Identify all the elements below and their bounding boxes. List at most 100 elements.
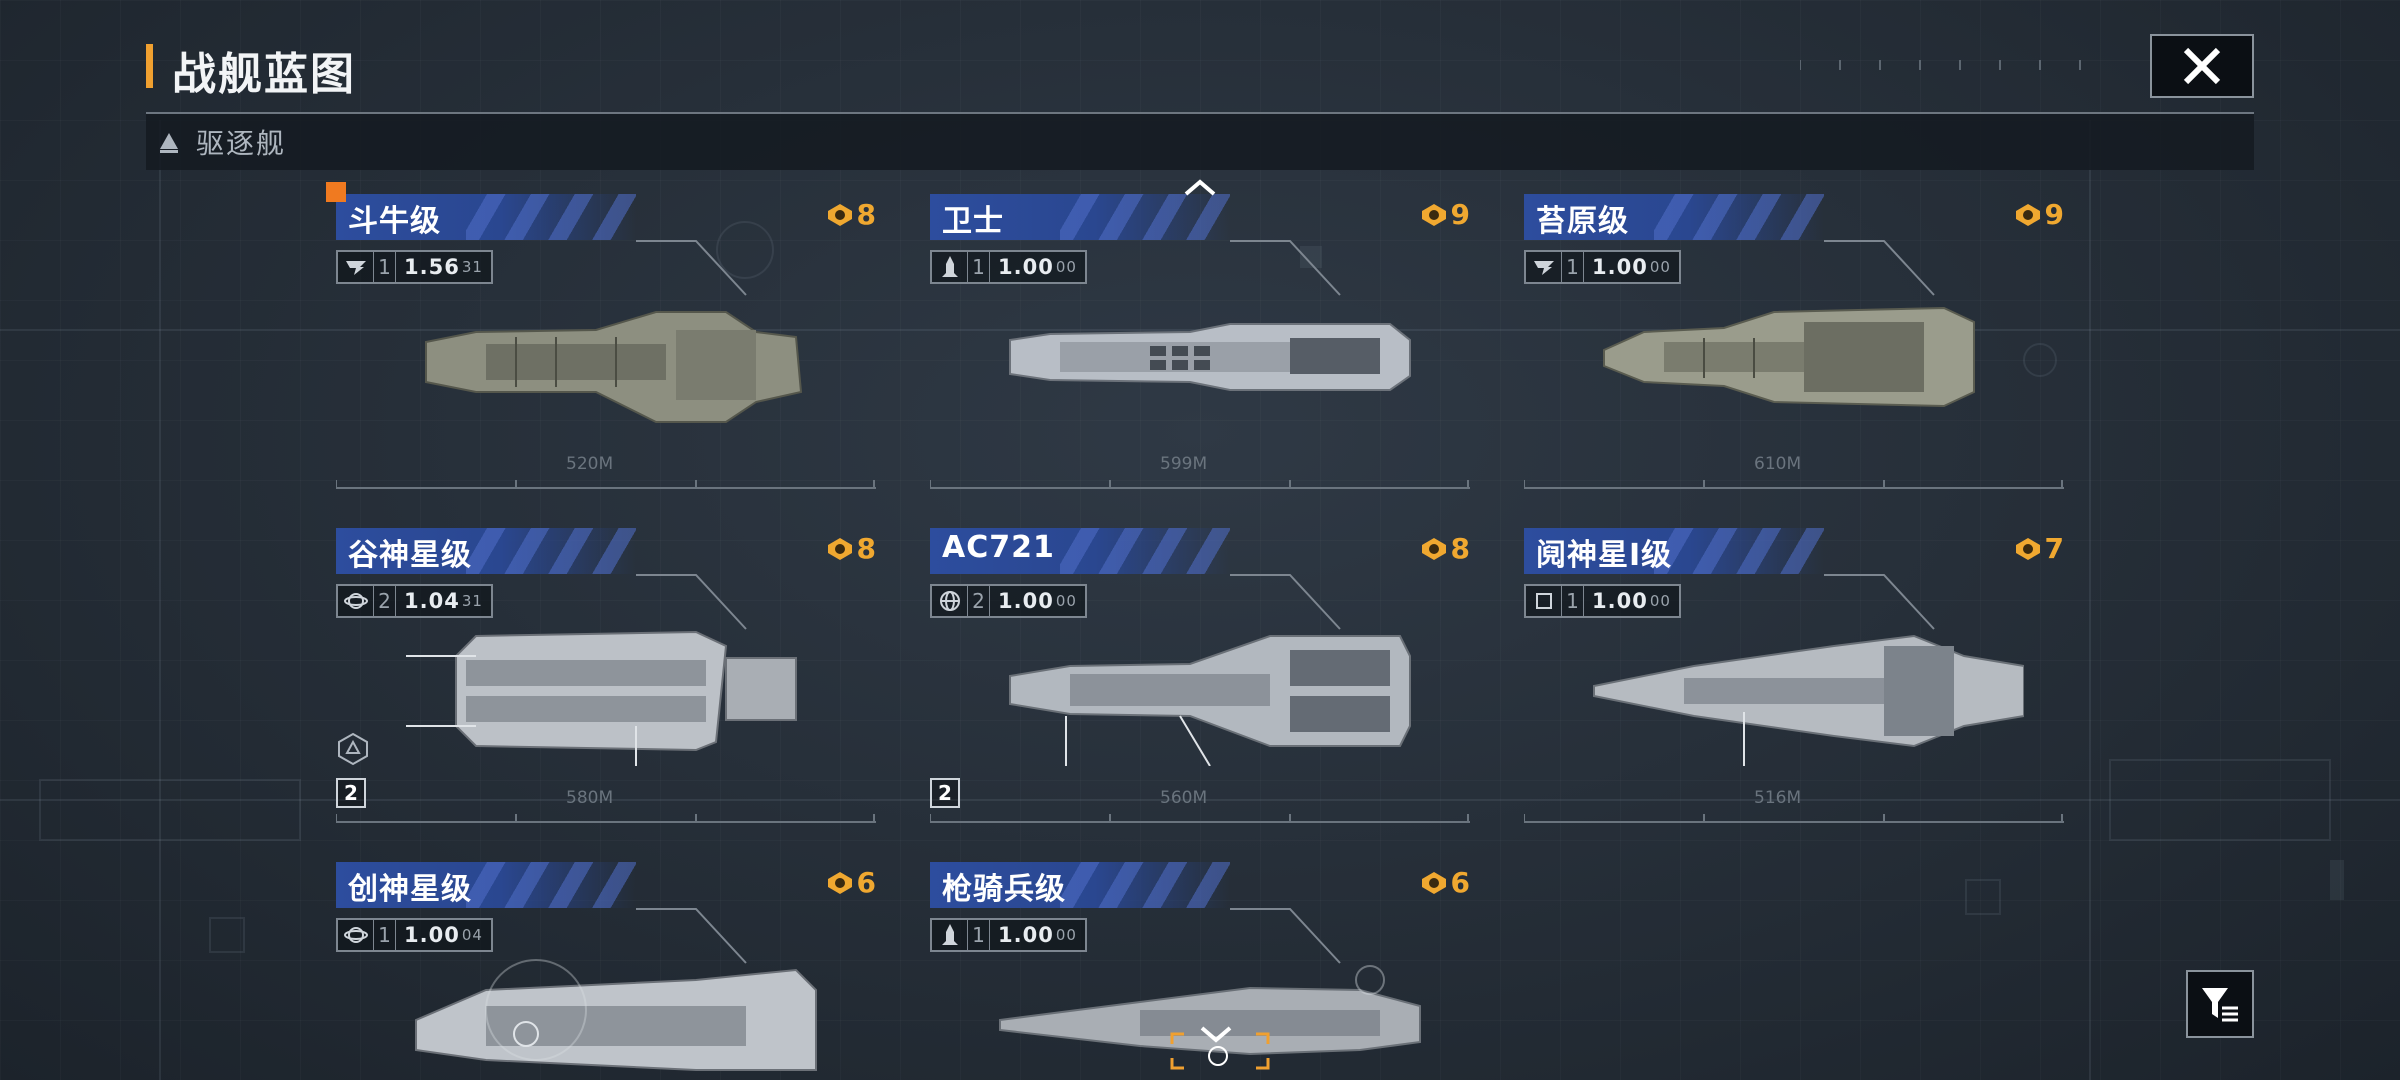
ship-version-sub: 00 <box>1055 592 1077 610</box>
planet-icon <box>343 927 368 943</box>
ship-tier: 1 <box>374 252 396 282</box>
ship-length: 520M <box>566 454 614 474</box>
cost-value: 9 <box>2044 198 2064 231</box>
ship-version-sub: 31 <box>461 592 483 610</box>
length-ruler <box>336 814 876 823</box>
ship-title-band <box>930 528 1230 574</box>
cost-value: 6 <box>1450 866 1470 899</box>
ship-length: 560M <box>1160 788 1208 808</box>
ship-image <box>999 965 1421 1056</box>
ship-name: 谷神星级 <box>348 538 472 573</box>
ship-tier: 1 <box>374 920 396 950</box>
cost-value: 8 <box>1450 532 1470 565</box>
ship-version-sub: 04 <box>461 926 483 944</box>
close-button[interactable] <box>2150 34 2254 98</box>
cost-coin-icon <box>1421 871 1446 894</box>
leader-line <box>636 574 747 630</box>
section-label: 驱逐舰 <box>196 127 287 160</box>
ship-version: 1.00 <box>998 923 1054 947</box>
page-title: 战舰蓝图 <box>172 49 356 100</box>
ship-tier: 2 <box>374 586 396 616</box>
leader-line <box>1230 240 1341 296</box>
ship-length: 516M <box>1754 788 1802 808</box>
leader-line <box>636 908 747 964</box>
ship-length: 580M <box>566 788 614 808</box>
ship-version: 1.04 <box>404 589 460 613</box>
level-badge: 2 <box>930 778 960 808</box>
ship-tier: 1 <box>968 920 990 950</box>
ship-cost: 8 <box>827 532 876 565</box>
ship-version: 1.00 <box>998 255 1054 279</box>
ship-title-band <box>930 194 1230 240</box>
cost-coin-icon <box>2015 537 2040 560</box>
close-icon <box>2183 47 2221 85</box>
ship-cost: 6 <box>827 866 876 899</box>
ship-image <box>425 311 803 423</box>
scroll-up-icon[interactable] <box>1182 176 1218 200</box>
cost-value: 7 <box>2044 532 2064 565</box>
length-ruler <box>336 480 876 489</box>
ship-title-band <box>336 528 636 574</box>
ship-name: AC721 <box>942 530 1055 565</box>
ship-title-band <box>1524 528 1824 574</box>
ship-tier: 1 <box>1562 252 1584 282</box>
ship-tier: 2 <box>968 586 990 616</box>
ship-image <box>1009 635 1411 766</box>
cost-value: 6 <box>856 866 876 899</box>
ship-cost: 8 <box>827 198 876 231</box>
decorative-ticks <box>1800 60 2081 70</box>
leader-line <box>1824 574 1935 630</box>
triangle-icon <box>160 133 178 153</box>
length-ruler <box>930 480 1470 489</box>
cost-coin-icon <box>827 871 852 894</box>
ship-version: 1.00 <box>998 589 1054 613</box>
ship-title-band <box>336 862 636 908</box>
globe-icon <box>939 591 960 611</box>
section-header-destroyer[interactable]: 驱逐舰 <box>146 114 2254 170</box>
filter-button[interactable] <box>2186 970 2254 1038</box>
ship-tier: 1 <box>1562 586 1584 616</box>
ship-version-sub: 00 <box>1055 258 1077 276</box>
ship-name: 斗牛级 <box>348 204 441 239</box>
cost-value: 8 <box>856 532 876 565</box>
length-ruler <box>1524 814 2064 823</box>
rocket-icon <box>941 256 958 277</box>
leader-line <box>1230 908 1341 964</box>
cost-coin-icon <box>827 203 852 226</box>
cost-coin-icon <box>1421 203 1446 226</box>
ship-image <box>1603 306 1975 408</box>
title-accent-bar <box>146 44 153 88</box>
ship-image <box>1593 634 2024 766</box>
ship-length: 610M <box>1754 454 1802 474</box>
ship-image <box>406 630 797 766</box>
leader-line <box>1230 574 1341 630</box>
ship-name: 卫士 <box>942 204 1004 239</box>
ship-name: 创神星级 <box>348 872 472 907</box>
ship-title-band <box>1524 194 1824 240</box>
ship-name: 苔原级 <box>1536 204 1629 239</box>
planet-icon <box>343 593 368 609</box>
scroll-down-indicator[interactable] <box>1170 1022 1270 1072</box>
rocket-icon <box>941 924 958 945</box>
ship-image <box>1009 323 1411 391</box>
ship-tier: 1 <box>968 252 990 282</box>
length-ruler <box>1524 480 2064 489</box>
ship-image <box>415 959 817 1071</box>
ship-version: 1.00 <box>404 923 460 947</box>
ship-version-sub: 00 <box>1649 258 1671 276</box>
ship-version-sub: 31 <box>461 258 483 276</box>
ship-version-sub: 00 <box>1055 926 1077 944</box>
ship-name: 枪骑兵级 <box>942 872 1066 907</box>
